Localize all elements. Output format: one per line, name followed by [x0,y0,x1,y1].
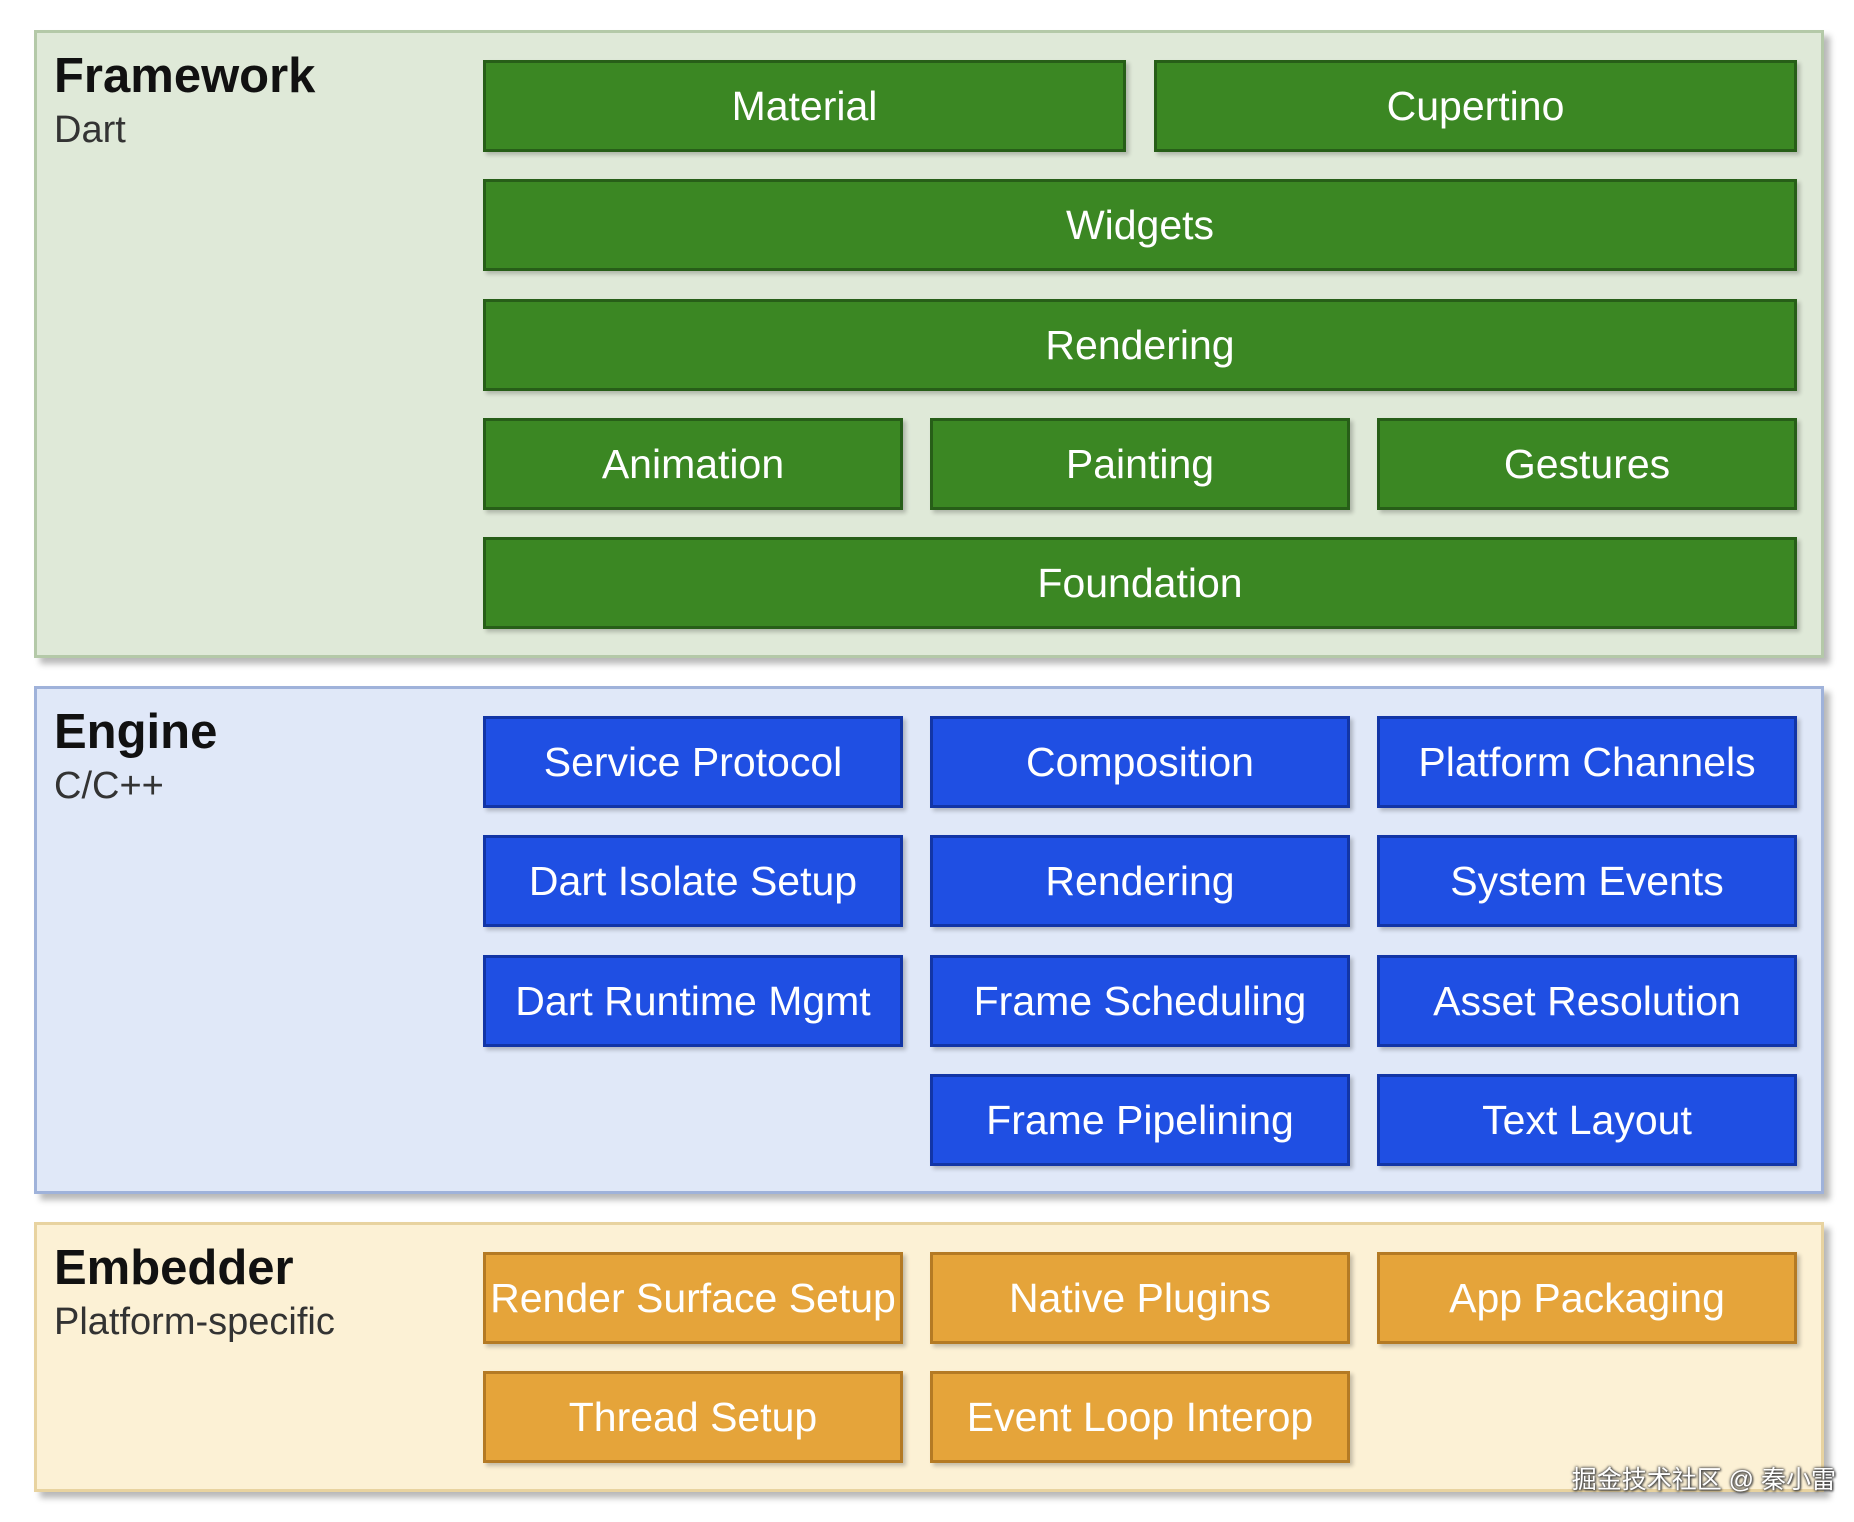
widgets-box: Widgets [483,179,1797,271]
dart-isolate-setup-box: Dart Isolate Setup [483,835,903,927]
dart-runtime-mgmt-box: Dart Runtime Mgmt [483,955,903,1047]
watermark: 掘金技术社区 @ 秦小雷 [1571,1466,1836,1494]
composition-box: Composition [930,716,1350,808]
frame-scheduling-box: Frame Scheduling [930,955,1350,1047]
animation-box: Animation [483,418,903,510]
native-plugins-box: Native Plugins [930,1252,1350,1344]
gestures-box: Gestures [1377,418,1797,510]
embedder-title: Embedder [54,1241,294,1295]
foundation-box: Foundation [483,537,1797,629]
rendering-box: Rendering [483,299,1797,391]
framework-layer: Framework Dart Material Cupertino Widget… [34,30,1824,658]
frame-pipelining-box: Frame Pipelining [930,1074,1350,1166]
framework-subtitle: Dart [54,109,126,151]
thread-setup-box: Thread Setup [483,1371,903,1463]
event-loop-interop-box: Event Loop Interop [930,1371,1350,1463]
platform-channels-box: Platform Channels [1377,716,1797,808]
cupertino-box: Cupertino [1154,60,1797,152]
app-packaging-box: App Packaging [1377,1252,1797,1344]
system-events-box: System Events [1377,835,1797,927]
asset-resolution-box: Asset Resolution [1377,955,1797,1047]
text-layout-box: Text Layout [1377,1074,1797,1166]
engine-layer: Engine C/C++ Service Protocol Compositio… [34,686,1824,1194]
render-surface-setup-box: Render Surface Setup [483,1252,903,1344]
embedder-layer: Embedder Platform-specific Render Surfac… [34,1222,1824,1492]
engine-title: Engine [54,705,218,759]
service-protocol-box: Service Protocol [483,716,903,808]
embedder-subtitle: Platform-specific [54,1301,335,1343]
material-box: Material [483,60,1126,152]
painting-box: Painting [930,418,1350,510]
framework-title: Framework [54,49,316,103]
engine-subtitle: C/C++ [54,765,164,807]
engine-rendering-box: Rendering [930,835,1350,927]
